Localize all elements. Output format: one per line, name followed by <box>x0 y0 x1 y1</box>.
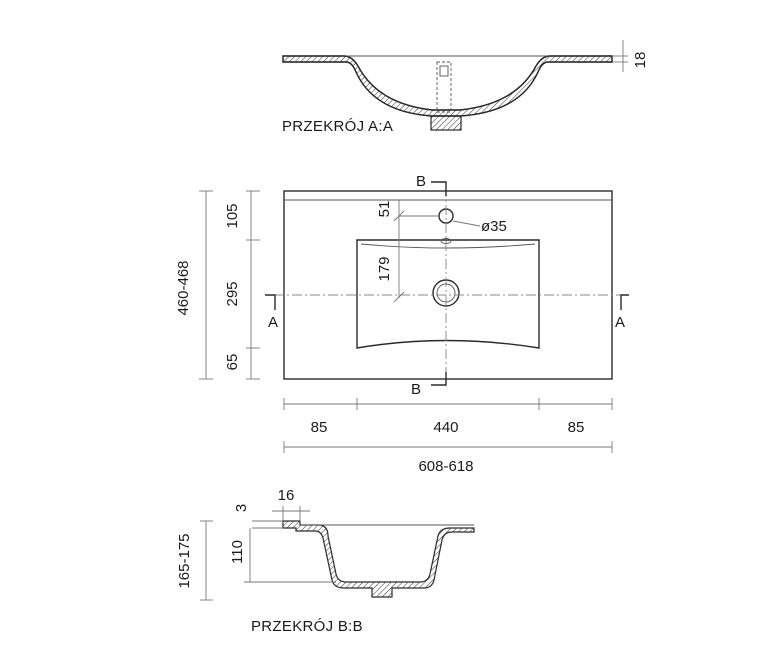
dim-tick <box>393 291 405 303</box>
dim-thickness-label: 18 <box>632 52 649 69</box>
plan-outline <box>283 190 613 380</box>
plan-bowl-inner <box>360 243 536 249</box>
cut-marker-a-left <box>265 294 276 310</box>
cut-marker-b-bottom <box>431 372 447 386</box>
dim-right-edge-label: 85 <box>568 419 585 436</box>
cut-label-b-top: B <box>416 173 426 190</box>
section-bb-view: 3 16 110 165-175 PRZEKRÓJ B:B <box>176 487 475 635</box>
dim-bowl-height-label: 110 <box>229 540 246 564</box>
dim-leader <box>452 220 481 227</box>
cut-marker-b-top <box>431 181 447 196</box>
cut-label-a-left: A <box>268 314 278 331</box>
dim-back-edge-label: 105 <box>224 203 241 228</box>
dim-rim-label: 3 <box>233 504 250 512</box>
section-aa-hole <box>436 61 452 113</box>
dim-bowl-depth-label: 295 <box>224 281 241 306</box>
dim-width-total-label: 608-618 <box>418 458 473 475</box>
dim-lip-label: 16 <box>278 487 295 504</box>
section-aa-drain <box>430 115 462 131</box>
section-bb-title: PRZEKRÓJ B:B <box>251 618 363 635</box>
cut-marker-a-right <box>620 294 629 310</box>
section-bb-profile <box>282 520 475 598</box>
dim-height-total-label: 165-175 <box>176 533 193 588</box>
dim-drain-offset-label: 179 <box>376 256 393 281</box>
section-aa-hatch <box>282 55 613 117</box>
dim-bowl-width-label: 440 <box>433 419 458 436</box>
plan-view: B B A A 51 179 ø35 460-468 105 295 65 <box>175 173 629 475</box>
section-aa-outline <box>282 55 613 117</box>
plan-bowl <box>356 239 540 349</box>
dim-depth-total-label: 460-468 <box>175 260 192 315</box>
dim-tap-hole-label: ø35 <box>481 218 507 235</box>
dim-tap-offset-label: 51 <box>376 201 393 218</box>
section-aa-hole-inner <box>439 65 449 77</box>
dim-left-edge-label: 85 <box>311 419 328 436</box>
dim-front-edge-label: 65 <box>224 354 241 371</box>
cut-label-a-right: A <box>615 314 625 331</box>
section-aa-view: 18 PRZEKRÓJ A:A <box>282 40 649 135</box>
section-aa-title: PRZEKRÓJ A:A <box>282 118 393 135</box>
cut-label-b-bottom: B <box>411 381 421 398</box>
